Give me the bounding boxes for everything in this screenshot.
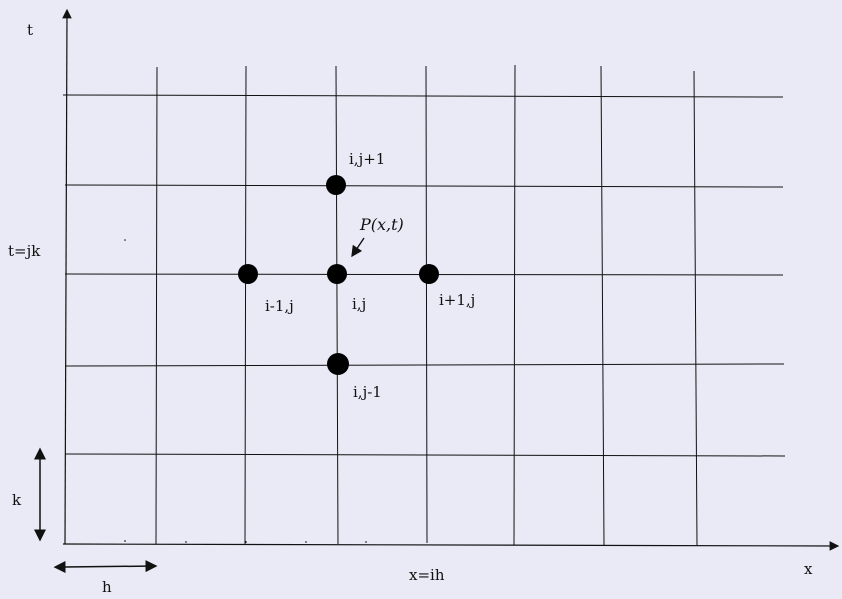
grid-line-h: [64, 453, 786, 457]
node-left: [238, 264, 258, 284]
grid-line-v: [693, 70, 698, 547]
grid-line-v: [513, 64, 516, 546]
x-axis-label: x: [804, 560, 813, 578]
time-step-label: k: [12, 491, 22, 509]
t-axis: [62, 8, 72, 545]
grid-line-v: [425, 65, 428, 544]
time-level-label: t=jk: [8, 242, 41, 260]
node-right: [419, 264, 439, 284]
node-top-label: i,j+1: [349, 150, 385, 168]
grid-line-h: [62, 94, 784, 98]
node-top: [326, 175, 346, 195]
space-position-label: x=ih: [409, 566, 445, 584]
space-step-label: h: [102, 578, 112, 595]
node-center: [327, 264, 347, 284]
t-axis-label: t: [27, 21, 33, 39]
node-bottom: [327, 353, 349, 375]
point-label: P(x,t): [359, 215, 404, 234]
h-step-arrow: [53, 560, 158, 573]
grid-line-v: [155, 66, 158, 545]
grid-line-h: [64, 363, 785, 367]
grid-line-h: [64, 184, 784, 188]
point-pointer-arrow: [351, 237, 365, 258]
node-center-label: i,j: [352, 295, 366, 313]
stray-dot: [124, 239, 126, 241]
grid-line-v: [244, 65, 247, 545]
grid-line-v: [600, 65, 605, 546]
grid-line-v: [335, 65, 339, 545]
node-bottom-label: i,j-1: [353, 383, 382, 401]
grid-vertical-lines: [155, 64, 698, 547]
x-axis: [62, 541, 840, 551]
node-left-label: i-1,j: [265, 297, 294, 315]
baseline-tick-marks: [124, 540, 367, 543]
node-right-label: i+1,j: [439, 291, 475, 309]
